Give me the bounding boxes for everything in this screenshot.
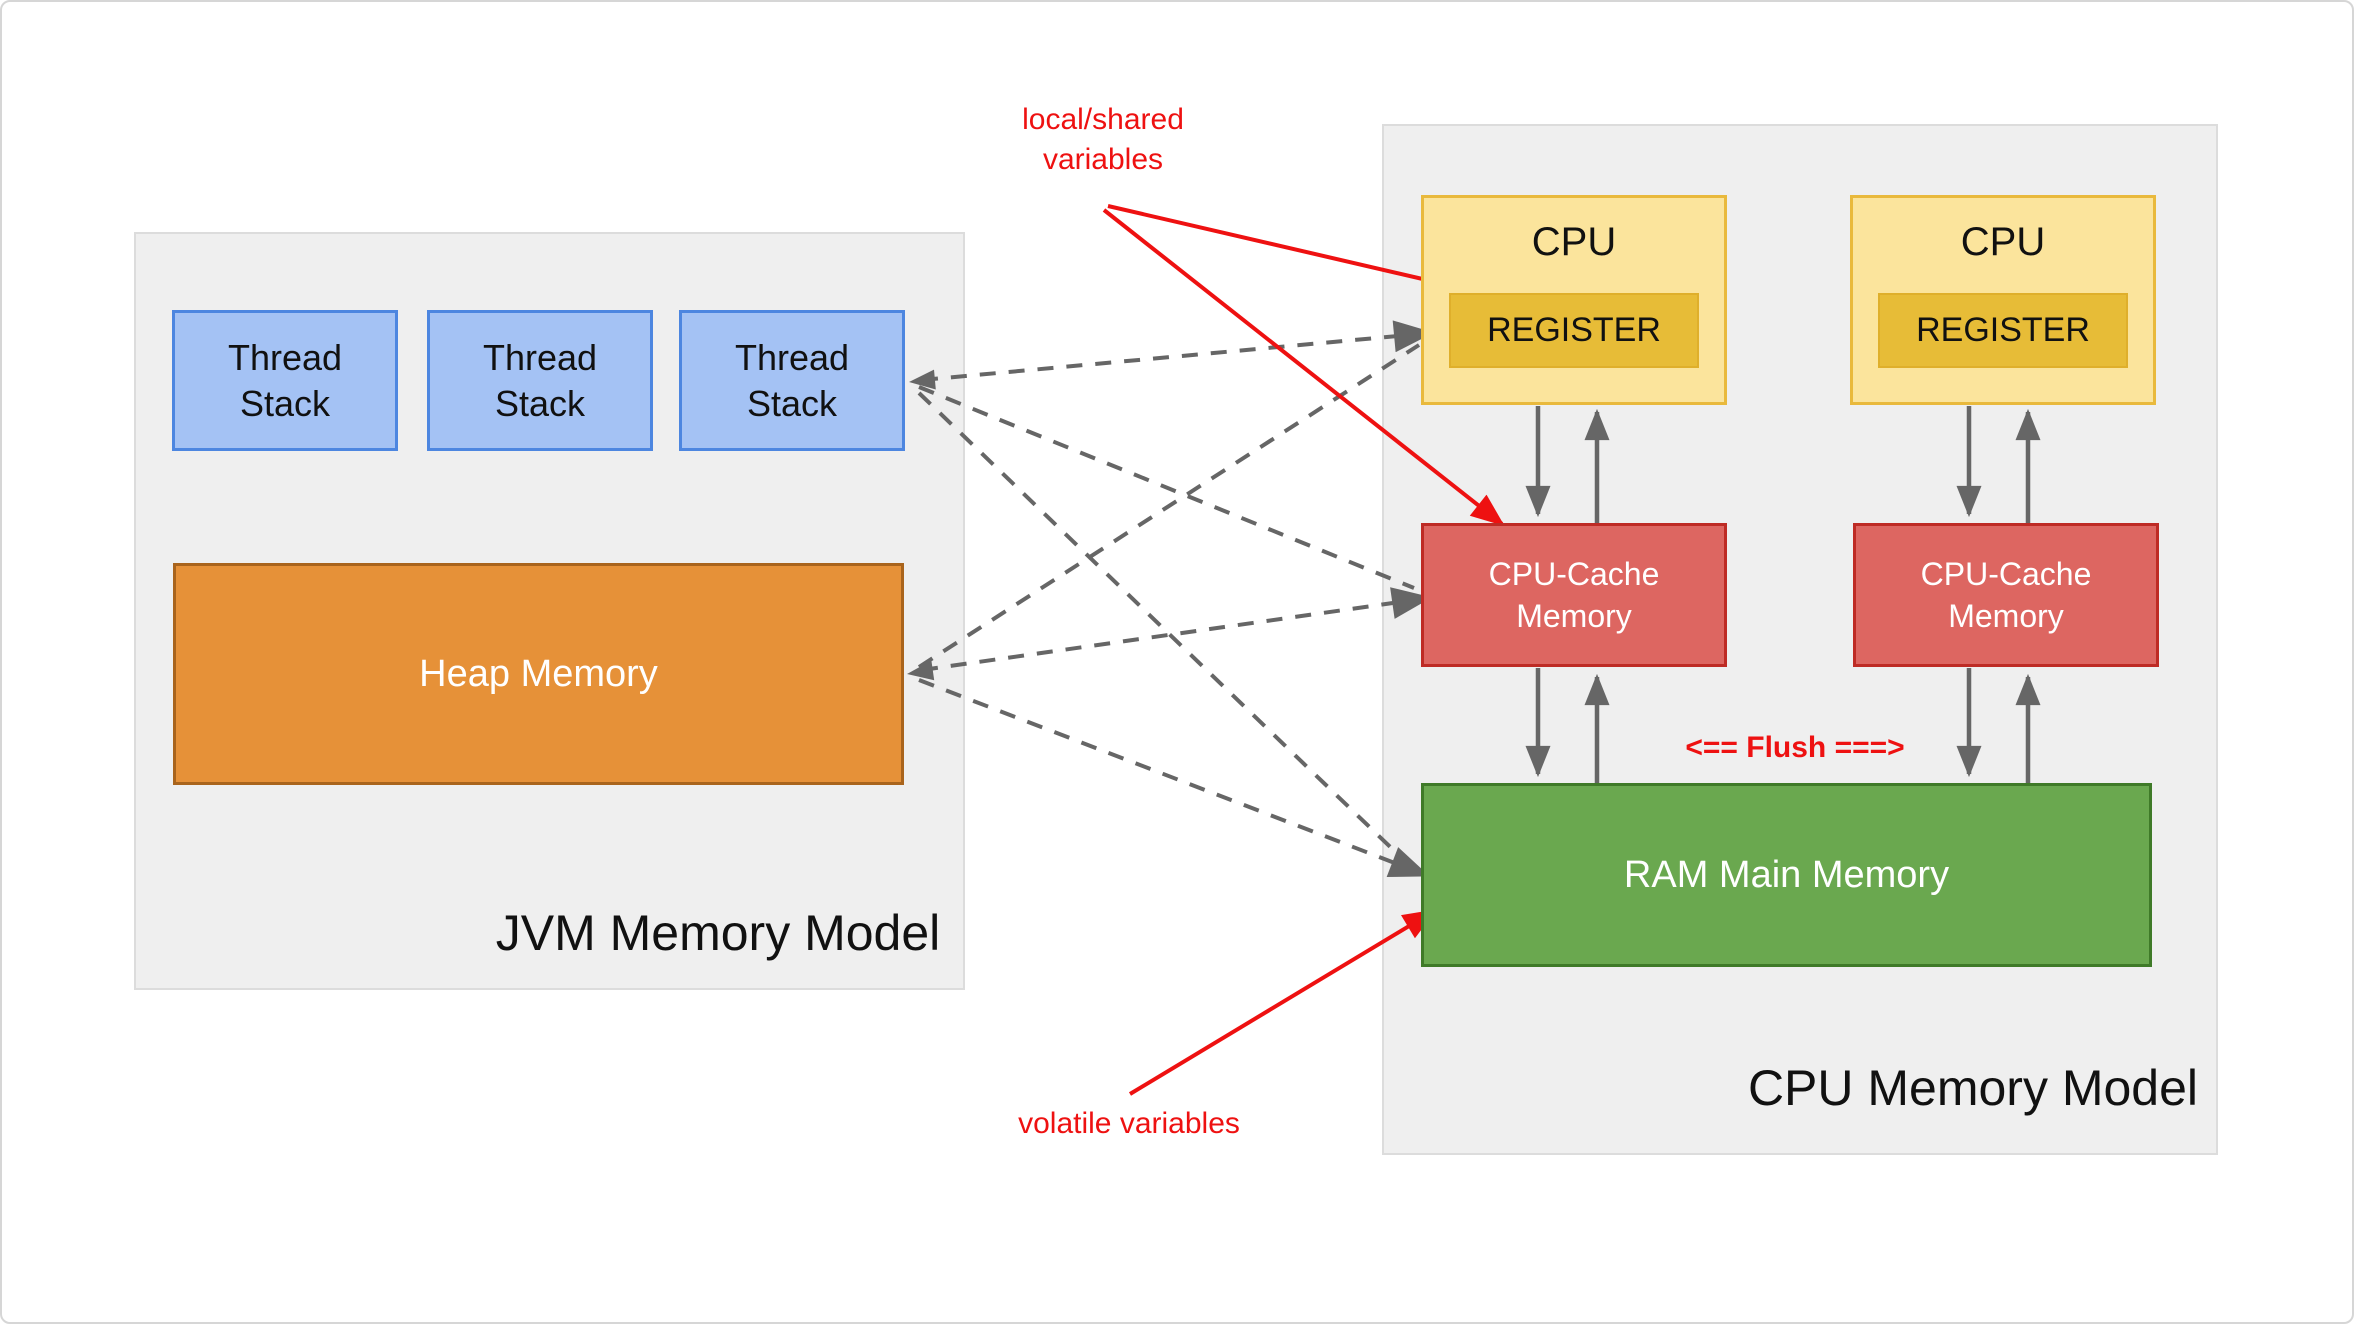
thread-stack-box-3: Thread Stack xyxy=(679,310,905,451)
dashed-arrow-threadstack-to-ram xyxy=(917,391,1412,868)
thread-stack-box-2: Thread Stack xyxy=(427,310,653,451)
flush-annotation: <== Flush ===> xyxy=(1685,731,1905,764)
dashed-arrow-threadstack-to-cache xyxy=(918,385,1415,590)
cpu-box-1: CPU REGISTER xyxy=(1421,195,1727,405)
heap-memory-box: Heap Memory xyxy=(173,563,904,785)
cpu-cache-box-2: CPU-Cache Memory xyxy=(1853,523,2159,667)
cpu-label-2: CPU xyxy=(1960,220,2046,264)
jvm-memory-model-title: JVM Memory Model xyxy=(495,905,941,961)
dashed-arrow-heap-to-register xyxy=(917,343,1421,669)
cpu-label-1: CPU xyxy=(1531,220,1617,264)
cpu-memory-model-title: CPU Memory Model xyxy=(1747,1060,2199,1116)
cpu-cache-box-1: CPU-Cache Memory xyxy=(1421,523,1727,667)
dashed-arrow-heap-to-ram xyxy=(918,678,1430,878)
local-shared-variables-annotation: local/shared variables xyxy=(1022,103,1184,176)
register-box-1: REGISTER xyxy=(1449,293,1699,368)
thread-stack-box-1: Thread Stack xyxy=(172,310,398,451)
ram-main-memory-box: RAM Main Memory xyxy=(1421,783,2152,967)
volatile-variables-annotation: volatile variables xyxy=(1018,1107,1240,1140)
dashed-arrow-threadstack-to-register xyxy=(921,320,1434,382)
dashed-arrow-heap-to-cache xyxy=(921,587,1432,672)
register-box-2: REGISTER xyxy=(1878,293,2128,368)
cpu-box-2: CPU REGISTER xyxy=(1850,195,2156,405)
